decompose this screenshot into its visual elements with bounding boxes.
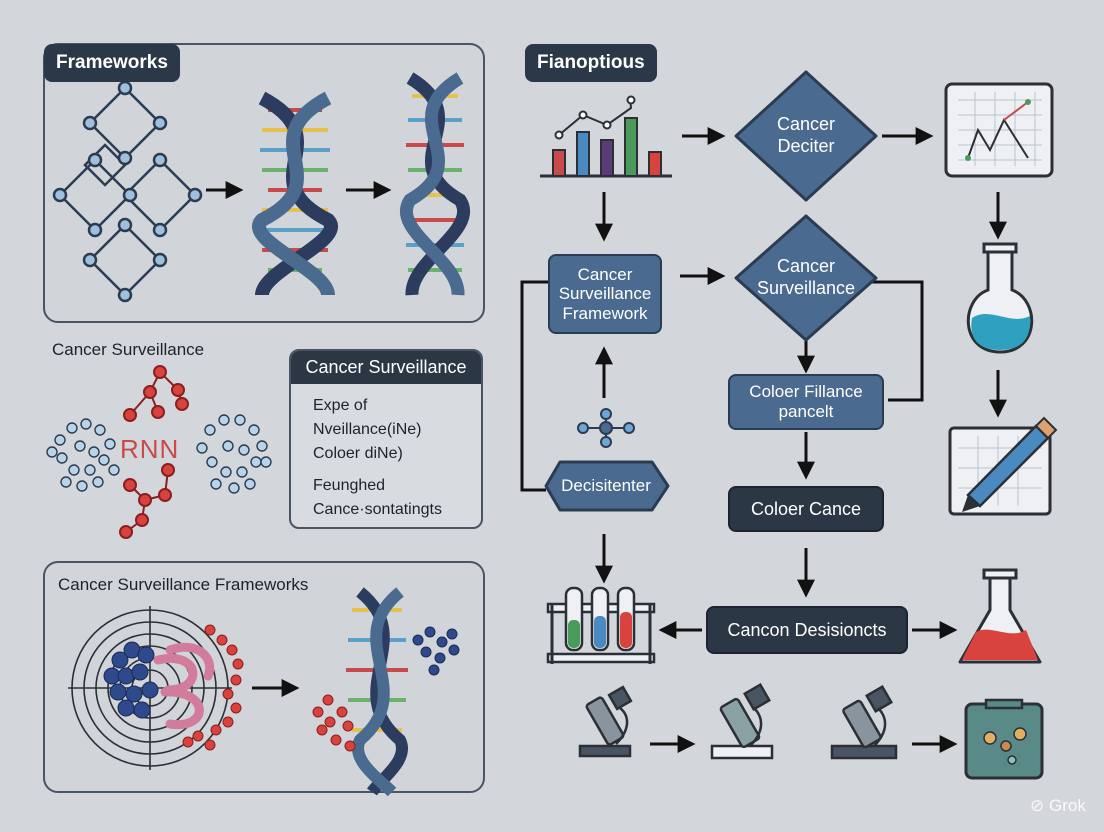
node-coloer-fillance: Coloer Fillance pancelt (728, 374, 884, 430)
microscope-icon (710, 682, 774, 760)
microscope-icon (830, 684, 898, 760)
graph-paper-pen-icon (948, 416, 1058, 516)
legend-line: Cance·sontatingts (313, 501, 442, 518)
surveillance-label: Cancer Surveillance (52, 340, 205, 359)
node-surveillance-diamond-label: Cancer Surveillance (756, 256, 856, 298)
decision-diamond-deciter (734, 70, 878, 202)
watermark-text: Grok (1048, 796, 1086, 815)
node-cancon: Cancon Desisioncts (706, 606, 908, 654)
molecular-lattice-icon (52, 80, 203, 303)
dna-helix-icon (252, 91, 338, 297)
legend-line: Feunghed (313, 477, 386, 494)
node-cancer-deciter-label: Cancer Deciter (776, 114, 836, 156)
bottom-panel-label: Cancer Surveillance Frameworks (58, 575, 309, 594)
decision-diamond-surveillance (734, 214, 878, 342)
watermark: ⊘ Grok (1030, 796, 1086, 816)
cell-slide-icon (964, 698, 1044, 780)
rna-label: RNN (120, 434, 180, 464)
legend-line: Nveillance(iNe) (313, 421, 422, 438)
node-framework-box: Cancer Surveillance Framework (548, 254, 662, 334)
network-node-icon (577, 408, 635, 448)
flask-icon (958, 568, 1042, 664)
test-tube-rack-icon (546, 586, 656, 664)
flow-title: Fianoptious (525, 44, 657, 82)
legend-header: Cancer Surveillance (291, 351, 481, 384)
radar-protein-icon (68, 606, 244, 770)
line-chart-monitor-icon (944, 82, 1054, 178)
decisitenter-hexagon (544, 460, 670, 512)
dna-helix-icon (400, 72, 470, 296)
bar-chart-icon (540, 95, 672, 178)
flow-connectors (520, 127, 1007, 753)
legend-line: Expe of (313, 397, 368, 414)
legend-line: Coloer diNe) (313, 445, 403, 462)
node-decisitenter: Decisitenter (561, 476, 651, 496)
node-coloer-cance: Coloer Cance (728, 486, 884, 532)
microscope-icon (578, 685, 633, 758)
dna-particles-icon (312, 587, 460, 797)
flask-icon (966, 242, 1034, 354)
node-surveillance-diamond: Cancer Surveillance (738, 210, 874, 346)
legend-card: Cancer Surveillance Expe of Nveillance(i… (289, 349, 483, 529)
watermark-icon: ⊘ (1030, 796, 1045, 815)
frameworks-title: Frameworks (44, 44, 180, 82)
rna-molecule-icon (46, 365, 272, 539)
node-cancer-deciter: Cancer Deciter (738, 68, 874, 204)
